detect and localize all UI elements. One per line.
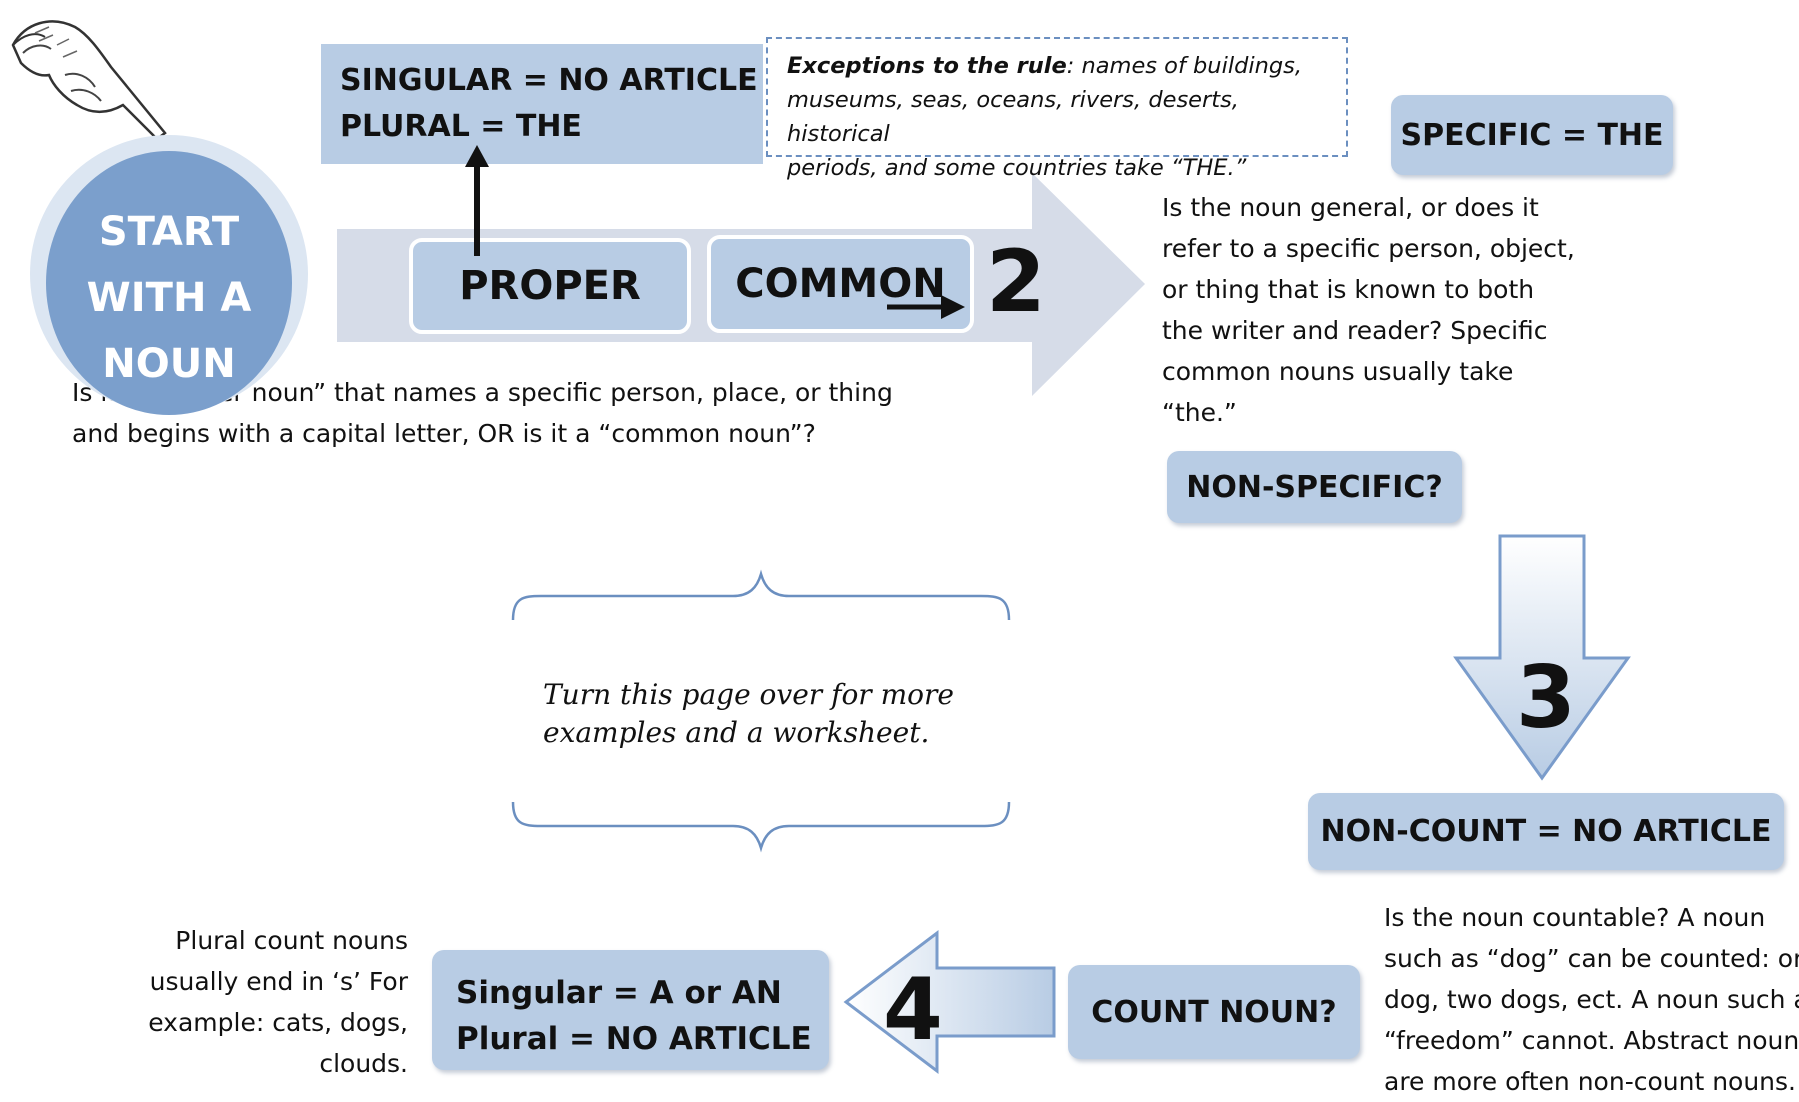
plural-note-line: example: cats, dogs,: [148, 1008, 408, 1037]
start-line: WITH A: [86, 275, 252, 321]
proper-rule-box: SINGULAR = NO ARTICLE PLURAL = THE: [321, 44, 763, 164]
common-label: COMMON: [735, 261, 946, 307]
plural-note: Plural count nouns usually end in ‘s’ Fo…: [140, 920, 408, 1084]
plural-note-line: clouds.: [319, 1049, 408, 1078]
question-line: or thing that is known to both: [1162, 275, 1535, 304]
count-rule-line: Plural = NO ARTICLE: [456, 1021, 812, 1057]
proper-rule-line: PLURAL = THE: [340, 109, 582, 144]
arrow-right-to-specific: [887, 295, 965, 319]
exceptions-box: Exceptions to the rule: names of buildin…: [766, 37, 1348, 181]
question-line: Is the noun countable? A noun: [1384, 903, 1766, 932]
start-circle-inner: START WITH A NOUN: [46, 151, 292, 415]
plural-note-line: usually end in ‘s’ For: [149, 967, 408, 996]
non-specific-label: NON-SPECIFIC?: [1186, 469, 1443, 505]
question-line: the writer and reader? Specific: [1162, 316, 1548, 345]
arrow-up-to-proper-rule: [465, 145, 489, 256]
count-rule-box: Singular = A or AN Plural = NO ARTICLE: [432, 950, 829, 1070]
specific-the-label: SPECIFIC = THE: [1400, 117, 1664, 153]
common-box: COMMON: [707, 235, 974, 333]
count-rule-line: Singular = A or AN: [456, 975, 782, 1011]
step-2-number: 2: [986, 232, 1046, 332]
turn-page-line: Turn this page over for more: [543, 678, 954, 711]
question-line: common nouns usually take: [1162, 357, 1514, 386]
specific-the-box: SPECIFIC = THE: [1391, 95, 1673, 175]
count-question: Is the noun countable? A noun such as “d…: [1384, 897, 1799, 1102]
question-line: dog, two dogs, ect. A noun such as: [1384, 985, 1799, 1014]
start-line: NOUN: [102, 341, 236, 387]
exceptions-lead: Exceptions to the rule: [787, 53, 1067, 79]
step-4-number: 4: [883, 960, 943, 1060]
proper-box: PROPER: [409, 238, 691, 334]
non-specific-box: NON-SPECIFIC?: [1167, 451, 1462, 523]
pointing-hand-icon: [11, 20, 167, 141]
step-4-arrow: [843, 929, 1056, 1075]
plural-note-line: Plural count nouns: [175, 926, 408, 955]
count-noun-label: COUNT NOUN?: [1091, 994, 1337, 1030]
step-3-arrow: [1453, 534, 1631, 781]
step-3-number: 3: [1516, 648, 1576, 748]
exceptions-line: : names of buildings,: [1066, 53, 1303, 79]
question-line: such as “dog” can be counted: one: [1384, 944, 1799, 973]
question-line: “freedom” cannot. Abstract nouns: [1384, 1026, 1799, 1055]
specific-question: Is the noun general, or does it refer to…: [1162, 187, 1575, 433]
proper-label: PROPER: [459, 263, 641, 309]
question-line: “the.”: [1162, 398, 1237, 427]
turn-page-bracket: [511, 569, 1011, 853]
exceptions-line: museums, seas, oceans, rivers, deserts, …: [787, 87, 1239, 147]
non-count-label: NON-COUNT = NO ARTICLE: [1320, 814, 1772, 849]
turn-page-note: Turn this page over for more examples an…: [543, 676, 954, 752]
proper-rule-line: SINGULAR = NO ARTICLE: [340, 63, 758, 98]
count-noun-box: COUNT NOUN?: [1068, 965, 1360, 1059]
question-line: refer to a specific person, object,: [1162, 234, 1575, 263]
question-line: Is the noun general, or does it: [1162, 193, 1539, 222]
turn-page-line: examples and a worksheet.: [543, 716, 930, 749]
question-line: and begins with a capital letter, OR is …: [72, 419, 816, 448]
exceptions-line: periods, and some countries take “THE.”: [787, 155, 1247, 181]
start-line: START: [98, 209, 240, 255]
question-line: are more often non-count nouns.: [1384, 1067, 1796, 1096]
non-count-box: NON-COUNT = NO ARTICLE: [1308, 793, 1784, 870]
